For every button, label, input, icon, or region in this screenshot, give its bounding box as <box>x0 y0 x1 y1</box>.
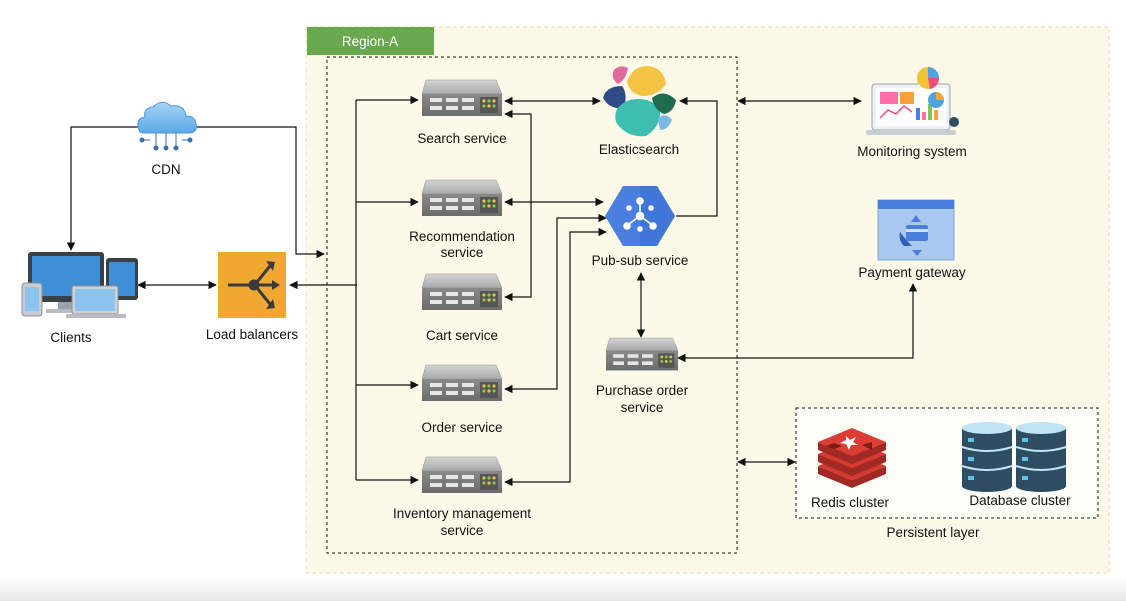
server-icon <box>421 79 503 117</box>
inventory-service-label-line2: service <box>441 523 484 538</box>
server-icon <box>421 456 503 494</box>
database-cluster-node: Database cluster <box>961 422 1071 508</box>
payment-gateway-node: Payment gateway <box>858 199 966 280</box>
monitoring-dashboard-icon <box>866 67 959 135</box>
recommendation-service-label-line2: service <box>441 245 484 260</box>
order-service-node: Order service <box>421 364 503 435</box>
cart-service-node: Cart service <box>421 273 503 343</box>
persistent-layer-label: Persistent layer <box>886 525 980 540</box>
load-balancer-node: Load balancers <box>206 252 299 342</box>
pubsub-label: Pub-sub service <box>592 253 689 268</box>
pubsub-icon <box>605 186 675 246</box>
elasticsearch-label: Elasticsearch <box>599 142 679 157</box>
edge-pubsub-elasticsearch <box>676 96 718 217</box>
redis-cluster-node: Redis cluster <box>811 428 890 510</box>
pubsub-node: Pub-sub service <box>592 186 689 268</box>
devices-icon <box>21 252 138 318</box>
elasticsearch-icon <box>603 66 676 137</box>
region-a-label: Region-A <box>342 34 398 49</box>
monitoring-system-label: Monitoring system <box>857 144 967 159</box>
edge-inventory-pubsub <box>504 227 607 487</box>
inventory-service-label-line1: Inventory management <box>393 506 531 521</box>
redis-cluster-label: Redis cluster <box>811 495 890 510</box>
purchase-order-label-line1: Purchase order <box>596 383 689 398</box>
redis-icon <box>818 428 886 488</box>
edge-cdn-region <box>192 126 325 259</box>
payment-gateway-icon <box>877 199 955 261</box>
server-icon <box>421 364 503 402</box>
recommendation-service-node: Recommendation service <box>409 179 515 260</box>
edge-purchase-payment <box>677 283 918 363</box>
server-icon <box>605 337 679 371</box>
purchase-order-service-node: Purchase order service <box>596 337 689 415</box>
order-service-label: Order service <box>421 420 502 435</box>
load-balancers-label: Load balancers <box>206 327 299 342</box>
region-a-tab <box>307 27 434 55</box>
server-icon <box>421 179 503 217</box>
purchase-order-label-line2: service <box>621 400 664 415</box>
services-group-box <box>326 56 738 554</box>
database-icon <box>961 422 1067 492</box>
database-cluster-label: Database cluster <box>969 493 1071 508</box>
edge-cdn-clients <box>66 126 140 251</box>
bottom-shadow <box>0 578 1126 601</box>
cdn-node: CDN <box>137 101 197 177</box>
cart-service-label: Cart service <box>426 328 498 343</box>
clients-label: Clients <box>50 330 92 345</box>
monitoring-system-node: Monitoring system <box>857 67 967 159</box>
search-service-node: Search service <box>417 79 507 146</box>
inventory-service-node: Inventory management service <box>393 456 531 538</box>
elasticsearch-node: Elasticsearch <box>599 66 679 157</box>
cdn-label: CDN <box>151 162 180 177</box>
recommendation-service-label-line1: Recommendation <box>409 229 515 244</box>
cdn-cloud-icon <box>137 101 197 151</box>
payment-gateway-label: Payment gateway <box>858 265 966 280</box>
load-balancer-icon <box>218 252 286 318</box>
clients-node: Clients <box>21 252 138 345</box>
connectors <box>66 95 918 487</box>
search-service-label: Search service <box>417 131 506 146</box>
server-icon <box>421 273 503 311</box>
